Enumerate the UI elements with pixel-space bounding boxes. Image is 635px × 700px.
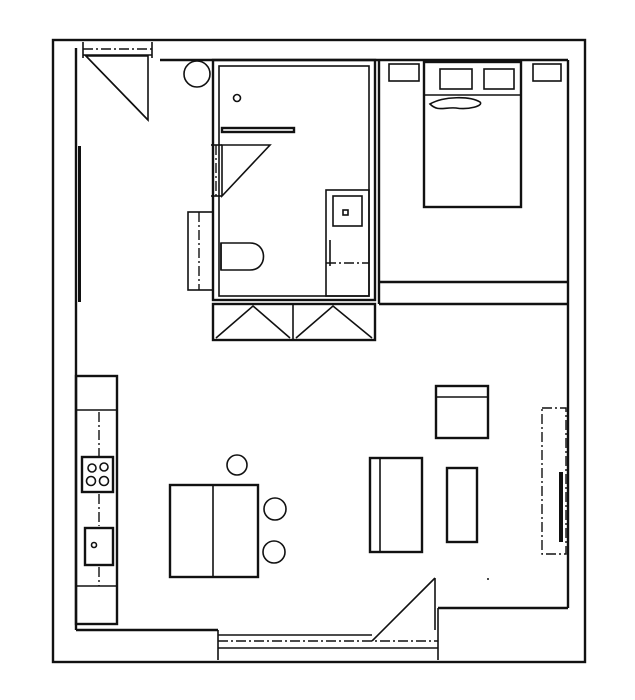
toilet — [220, 242, 265, 271]
closets — [211, 302, 377, 342]
stool — [262, 540, 286, 564]
outer-boundary — [51, 38, 587, 664]
pillow-left — [439, 68, 473, 90]
bathroom-door — [221, 144, 272, 199]
dining-table — [168, 483, 260, 579]
balcony-door — [217, 577, 439, 660]
window-recess-left — [388, 63, 420, 82]
bed-cover-fold — [428, 96, 482, 110]
window-recess-right — [532, 63, 562, 82]
entry-door — [82, 42, 153, 122]
television — [559, 472, 563, 542]
kitchen-sink — [83, 526, 115, 567]
kitchen — [74, 374, 119, 626]
floor-drain — [232, 93, 242, 103]
hall-cabinet — [187, 211, 214, 291]
pillow-right — [483, 68, 515, 90]
dot — [487, 578, 489, 580]
cooktop — [80, 455, 115, 494]
vanity-counter — [325, 189, 370, 297]
double-bed — [422, 60, 523, 209]
round-pillar — [183, 60, 211, 88]
stool — [226, 454, 248, 476]
bathroom — [211, 58, 377, 302]
sofa — [368, 456, 424, 554]
armchair — [434, 384, 490, 440]
shower-screen — [220, 126, 296, 134]
stool — [263, 497, 287, 521]
washbasin — [332, 195, 363, 227]
living-room — [368, 384, 567, 555]
coffee-table — [445, 466, 479, 544]
dining-area — [168, 454, 287, 579]
coat-rail — [78, 146, 81, 302]
tv-unit — [541, 407, 567, 555]
bedroom — [377, 60, 568, 306]
